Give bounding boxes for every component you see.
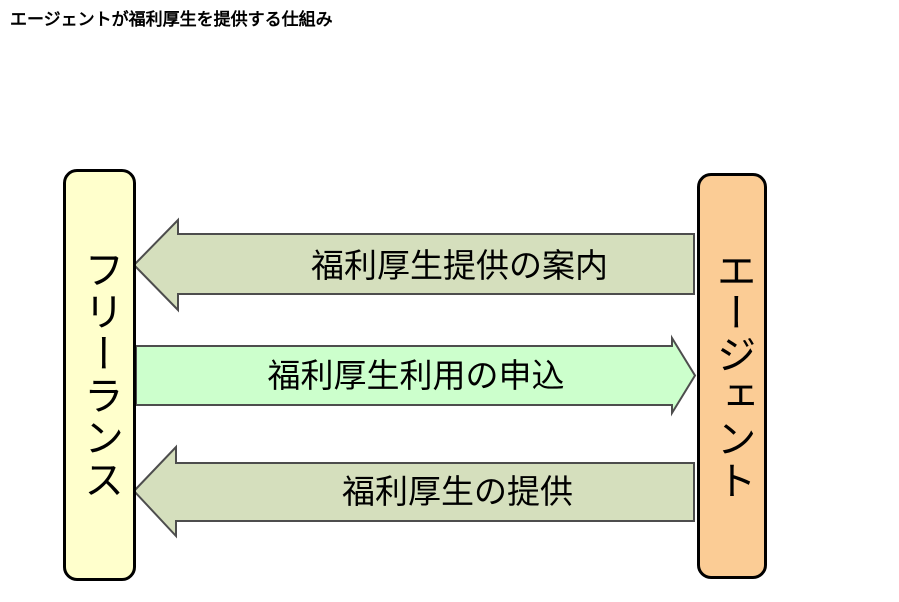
actor-box-freelance: フリーランス — [63, 169, 136, 581]
flow-arrow-benefit-application: 福利厚生利用の申込 — [135, 334, 697, 417]
left-arrow-icon — [132, 217, 695, 313]
actor-label-freelance: フリーランス — [78, 249, 123, 501]
right-arrow-icon — [135, 334, 697, 417]
actor-label-agent: エージェント — [710, 250, 755, 502]
flow-arrow-benefit-provision: 福利厚生の提供 — [132, 444, 695, 539]
left-arrow-icon — [132, 444, 695, 539]
flow-arrow-benefit-guidance: 福利厚生提供の案内 — [132, 217, 695, 313]
page-title: エージェントが福利厚生を提供する仕組み — [10, 10, 333, 29]
actor-box-agent: エージェント — [697, 173, 767, 579]
